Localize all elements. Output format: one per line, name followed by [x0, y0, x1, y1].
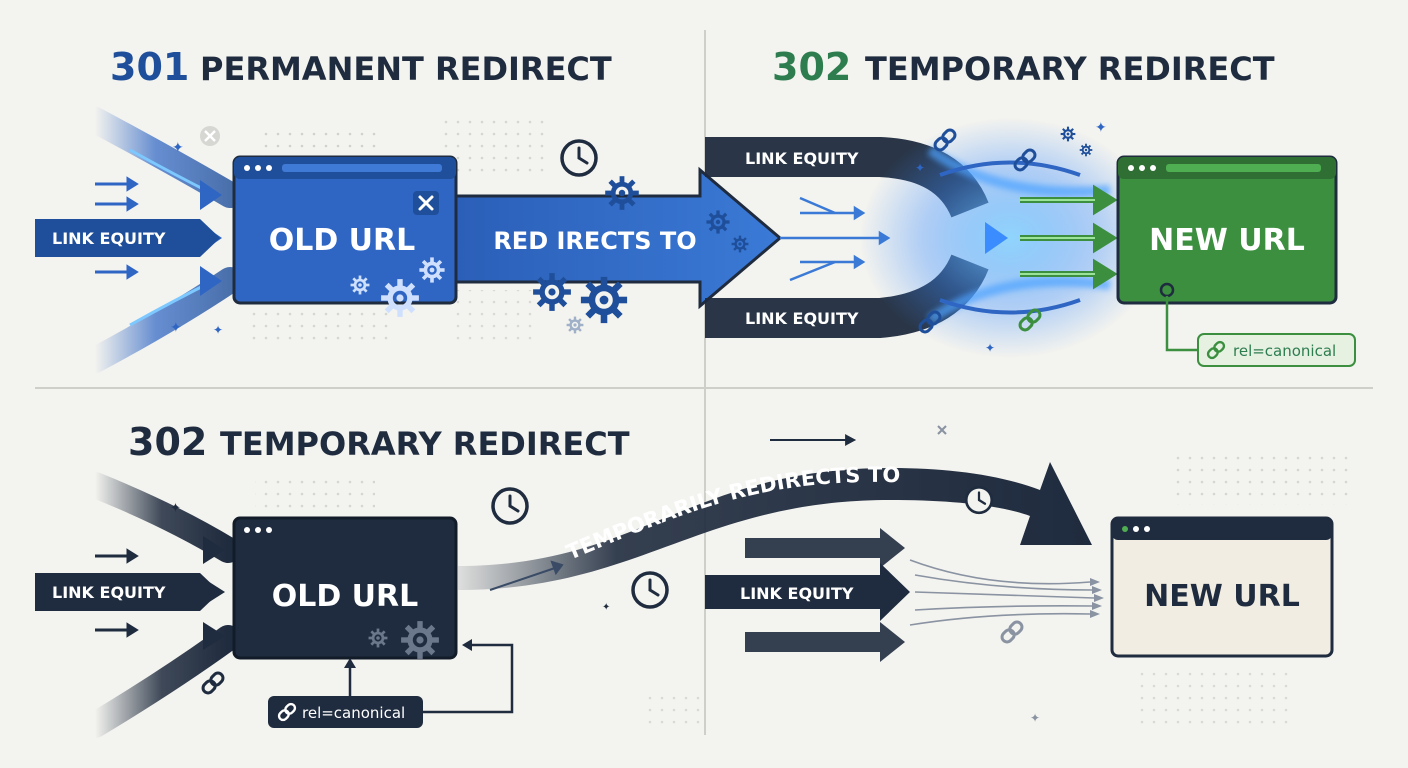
gear-icon: [404, 624, 436, 656]
link-equity-label-bottom-right: LINK EQUITY: [740, 584, 854, 603]
redirects-to-label: RED IRECTS TO: [493, 227, 696, 255]
close-icon: [937, 425, 947, 435]
gear-icon: [706, 210, 730, 234]
gear-icon: [584, 280, 624, 320]
canonical-label-dark: rel=canonical: [302, 704, 405, 722]
clock-icon: [560, 139, 598, 177]
sparkle-icon: ✦: [985, 341, 995, 355]
gear-icon: [384, 282, 416, 314]
temporarily-redirects-arrow: TEMPORARILY REDIRECTS TO: [458, 462, 1092, 591]
gear-icon: [536, 276, 568, 308]
link-equity-top-label: LINK EQUITY: [745, 149, 859, 168]
new-url-label-green: NEW URL: [1149, 223, 1305, 258]
clock-icon: [491, 487, 529, 525]
gear-icon: [731, 235, 749, 253]
old-url-label-bottom: OLD URL: [272, 579, 419, 614]
sparkle-icon: ✦: [915, 161, 925, 175]
title-301-rest: PERMANENT REDIRECT: [200, 50, 612, 88]
panel-301-permanent: 301 PERMANENT REDIRECT LINK EQUITY: [35, 45, 783, 373]
old-url-window-301: OLD URL: [232, 155, 458, 314]
sparkle-icon: ✦: [213, 323, 223, 337]
chain-link-icon: [998, 618, 1026, 646]
link-equity-label: LINK EQUITY: [52, 229, 166, 248]
clock-icon: [964, 485, 994, 515]
gear-icon: [419, 257, 445, 283]
gear-icon: [1060, 126, 1076, 142]
canonical-tag-green: rel=canonical: [1197, 333, 1356, 367]
panel-302-temporary-top: 302 TEMPORARY REDIRECT LINK EQUITY LINK …: [705, 45, 1356, 367]
gear-icon: [566, 316, 584, 334]
chain-link-icon: [199, 669, 227, 697]
panel-302-temporary-bottom: 302 TEMPORARY REDIRECT LINK EQUITY OLD U…: [35, 420, 669, 738]
title-302-code-top: 302: [772, 45, 851, 89]
old-url-label: OLD URL: [269, 223, 416, 258]
close-icon: [418, 195, 434, 211]
canonical-tag-dark: rel=canonical: [268, 696, 423, 728]
sparkle-icon: ✦: [1095, 120, 1107, 136]
sparkle-icon: ✦: [170, 501, 181, 516]
gear-icon: [608, 179, 637, 208]
clock-icon: [631, 571, 669, 609]
sparkle-icon: ✦: [1030, 711, 1040, 725]
sparkle-icon: ✦: [170, 320, 182, 336]
gear-icon: [350, 275, 370, 295]
link-equity-label-bottom: LINK EQUITY: [52, 583, 166, 602]
close-icon: [200, 126, 220, 146]
canonical-label-green: rel=canonical: [1233, 342, 1336, 360]
title-302-rest-bottom: TEMPORARY REDIRECT: [220, 425, 630, 463]
link-equity-bottom-label: LINK EQUITY: [745, 309, 859, 328]
title-302-code-bottom: 302: [128, 420, 207, 464]
new-url-window-green: NEW URL: [1116, 155, 1338, 305]
sparkle-icon: ✦: [602, 602, 610, 613]
title-302-rest-top: TEMPORARY REDIRECT: [865, 50, 1275, 88]
old-url-window-302: OLD URL: [232, 516, 458, 660]
gear-icon: [368, 628, 388, 648]
redirects-to-arrow: RED IRECTS TO: [454, 166, 783, 310]
gear-icon: [1079, 143, 1093, 157]
new-url-label-light: NEW URL: [1144, 579, 1300, 614]
sparkle-icon: ✦: [172, 140, 184, 156]
new-url-window-light: NEW URL: [1110, 516, 1334, 658]
title-301-code: 301: [110, 45, 189, 89]
